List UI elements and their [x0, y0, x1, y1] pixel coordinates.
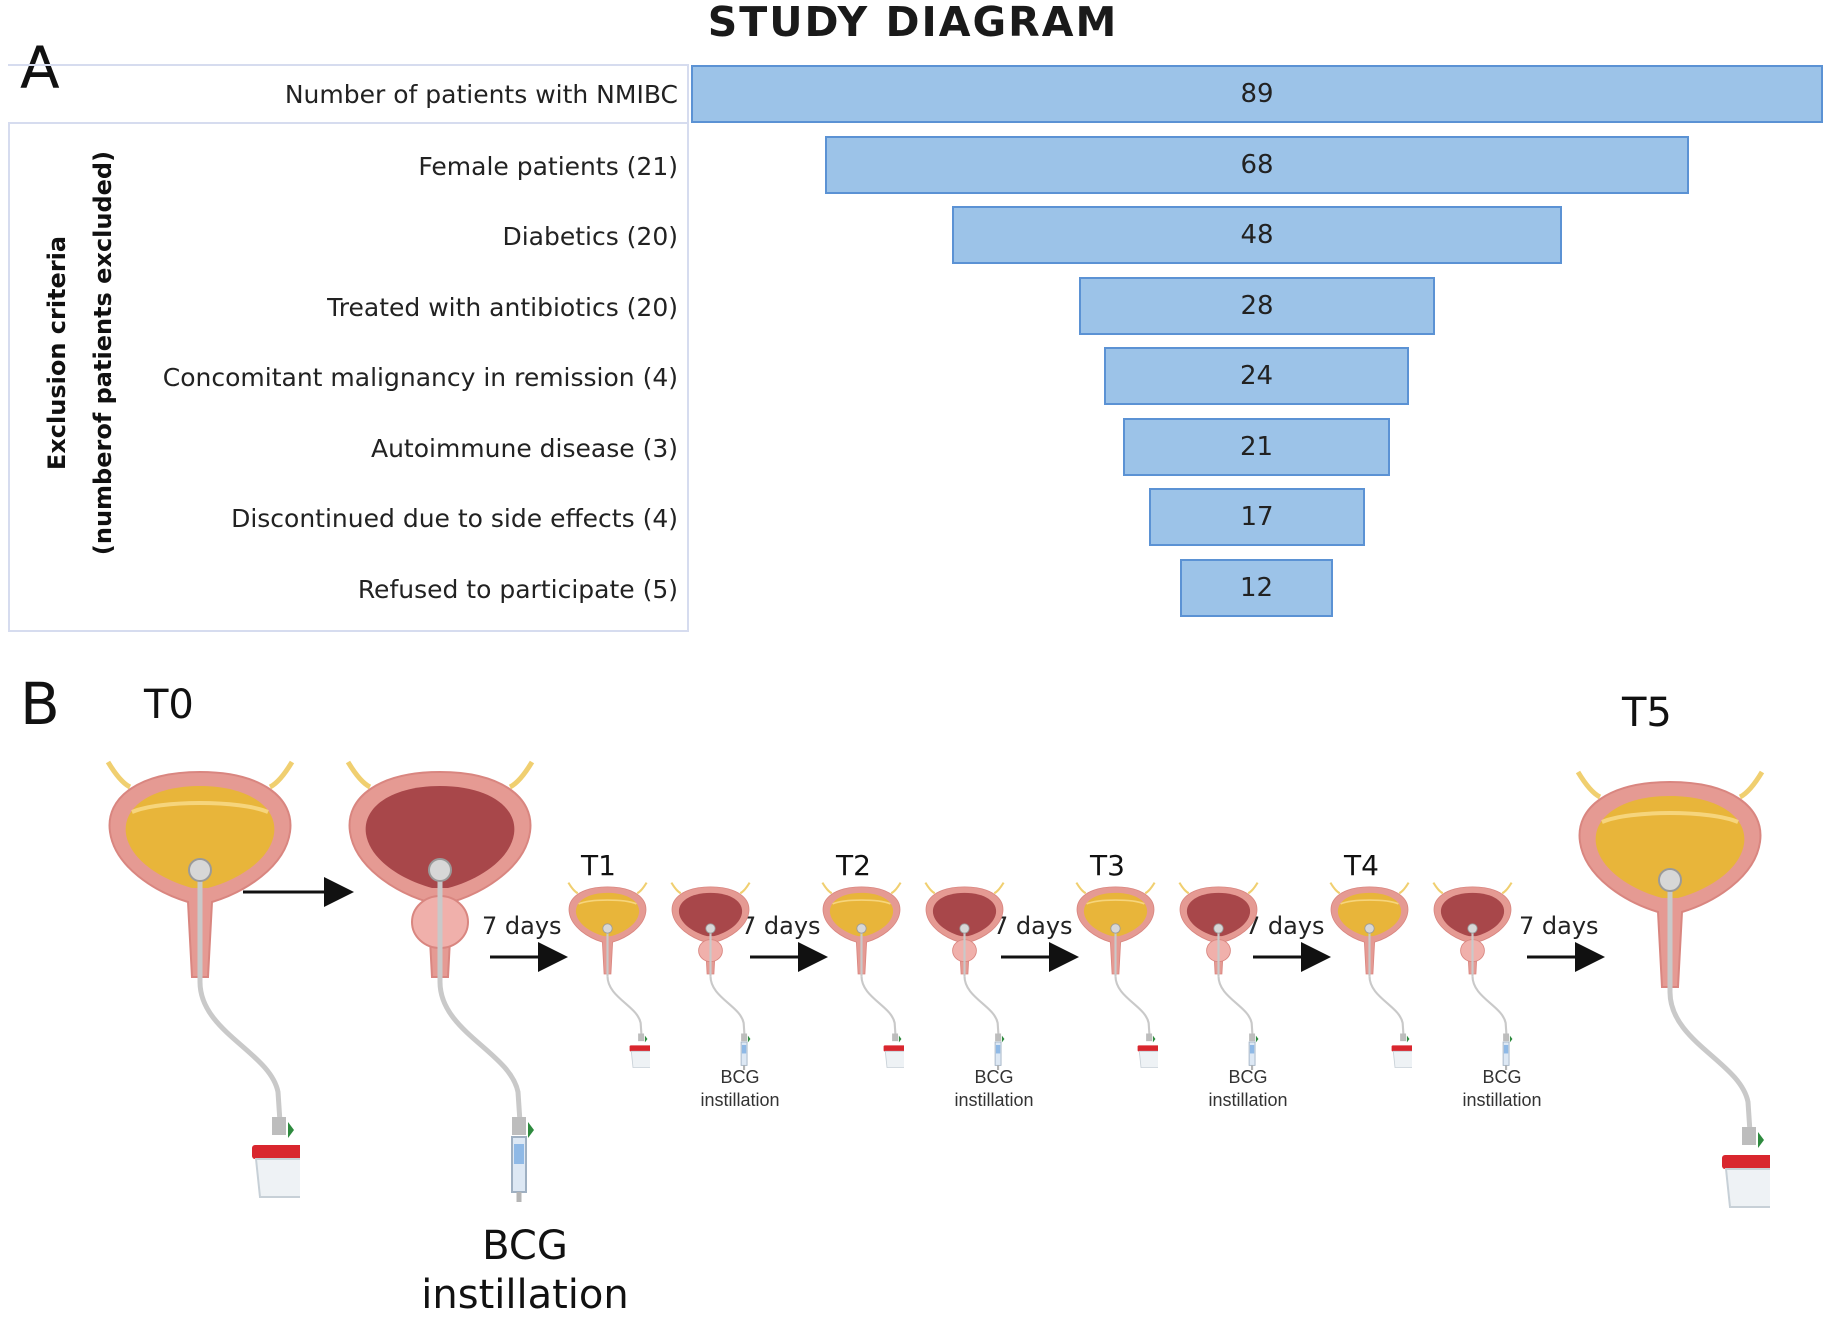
bladder-t4-icon: [1329, 881, 1412, 1069]
funnel-bar-side-effects: 17: [1149, 488, 1365, 546]
bladder-bcg-3-icon: [1178, 881, 1260, 1070]
time-label-t5: T5: [1622, 690, 1672, 736]
funnel-bar-refused: 12: [1180, 559, 1333, 617]
time-label-t1: T1: [581, 849, 616, 882]
funnel-bar-antibiotics: 28: [1079, 277, 1435, 335]
time-label-t4: T4: [1344, 849, 1379, 882]
interval-label-5: 7 days: [1519, 912, 1599, 940]
bladder-bcg-2-icon: [924, 881, 1006, 1070]
funnel-bar-autoimmune: 21: [1123, 418, 1390, 476]
bladder-bcg-4-icon: [1432, 881, 1514, 1070]
row-label-malignancy: Concomitant malignancy in remission (4): [162, 363, 678, 392]
funnel-bar-diabetics: 48: [952, 206, 1562, 264]
interval-label-2: 7 days: [741, 912, 821, 940]
row-label-autoimmune: Autoimmune disease (3): [370, 434, 678, 463]
bladder-t2-icon: [821, 881, 904, 1069]
diagram-title: STUDY DIAGRAM: [707, 0, 1119, 46]
row-label-nmibc: Number of patients with NMIBC: [284, 80, 678, 109]
row-label-refused: Refused to participate (5): [357, 575, 678, 604]
interval-label-4: 7 days: [1245, 912, 1325, 940]
bladder-bcg-1-icon: [670, 881, 752, 1070]
funnel-bar-malignancy: 24: [1104, 347, 1409, 405]
row-label-side-effects: Discontinued due to side effects (4): [231, 504, 678, 533]
time-label-t0: T0: [144, 682, 194, 728]
bladder-t5-icon: [1578, 772, 1788, 1207]
interval-label-3: 7 days: [993, 912, 1073, 940]
bladder-t1-icon: [567, 881, 650, 1069]
funnel-bar-nmibc: 89: [691, 65, 1823, 123]
interval-label-1: 7 days: [482, 912, 562, 940]
row-label-female: Female patients (21): [418, 152, 678, 181]
row-label-antibiotics: Treated with antibiotics (20): [327, 293, 678, 322]
exclusion-criteria-box: [8, 122, 689, 632]
panel-b-letter: B: [20, 670, 60, 738]
bladder-bcg-main-icon: [348, 762, 534, 1222]
time-label-t2: T2: [836, 849, 871, 882]
time-label-t3: T3: [1090, 849, 1125, 882]
panel-a-letter: A: [20, 34, 60, 102]
first-row-frame: [8, 64, 689, 124]
bladder-t0-icon: [108, 762, 318, 1197]
funnel-bar-female: 68: [825, 136, 1689, 194]
bladder-t3-icon: [1075, 881, 1158, 1069]
row-label-diabetics: Diabetics (20): [502, 222, 678, 251]
